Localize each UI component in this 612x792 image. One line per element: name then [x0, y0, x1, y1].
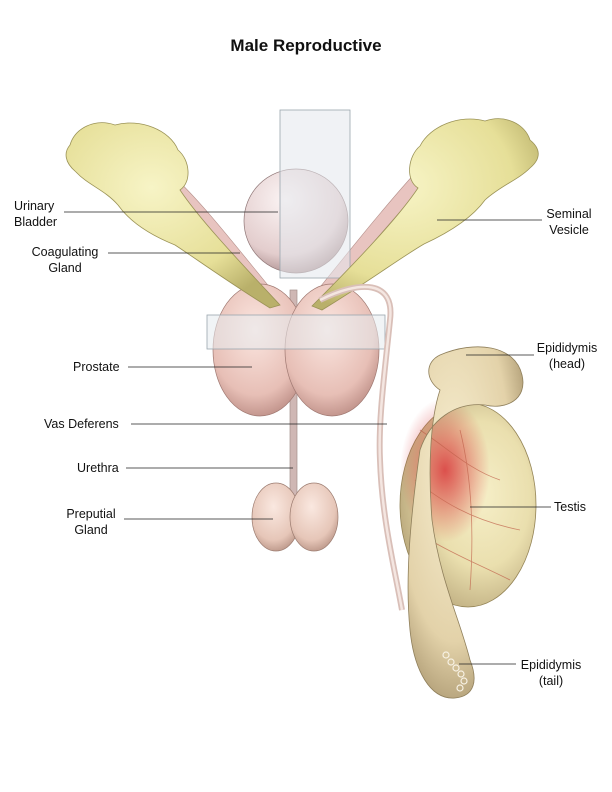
label-urethra: Urethra	[77, 461, 119, 475]
seminal-vesicle-right	[311, 118, 539, 311]
seminal-vesicle-left	[65, 122, 281, 309]
prostate-overlay-band	[206, 314, 386, 350]
label-prostate: Prostate	[73, 360, 120, 374]
label-vas-deferens: Vas Deferens	[44, 417, 119, 431]
label-testis: Testis	[554, 500, 586, 514]
label-epididymis-tail: Epididymis(tail)	[520, 658, 582, 688]
preputial-gland-right	[289, 482, 339, 552]
label-epididymis-head: Epididymis(head)	[536, 341, 598, 371]
epididymis-tail-coils	[442, 651, 468, 692]
bladder-overlay-box	[279, 109, 351, 279]
page-title: Male Reproductive	[230, 36, 382, 55]
epididymis-shape	[407, 346, 524, 699]
